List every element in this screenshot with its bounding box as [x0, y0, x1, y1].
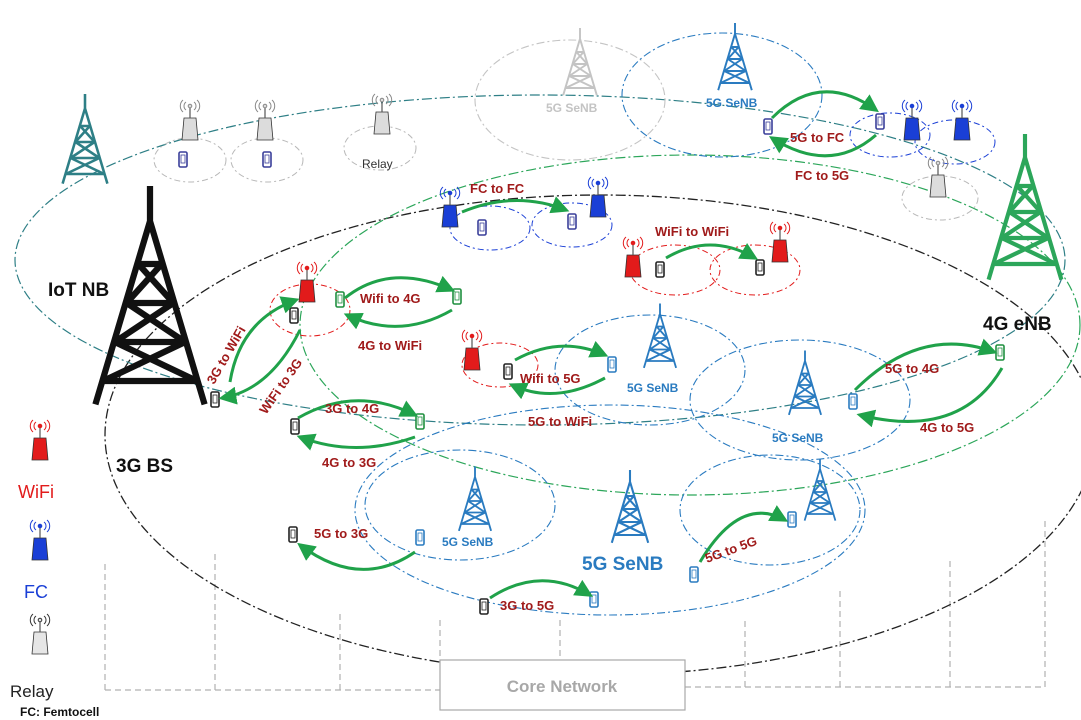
handover-arrows — [218, 90, 1004, 600]
handover-label: 4G to 5G — [920, 420, 974, 435]
bs-3g-tower — [95, 186, 204, 404]
wifi-ap — [769, 221, 791, 263]
coverage-5g-mid — [554, 314, 746, 426]
handover-label: Wifi to 4G — [360, 291, 421, 306]
wifi-ap — [296, 261, 318, 303]
handover-label: FC to 5G — [795, 168, 849, 183]
coverage-iot — [14, 94, 1066, 426]
senb-grey-label: 5G SeNB — [546, 101, 598, 115]
senb-bottom-left-label: 5G SeNB — [442, 535, 494, 549]
coverage-5g-center — [354, 404, 866, 616]
handover-label: 5G to WiFi — [528, 414, 592, 429]
core-network-label: Core Network — [507, 677, 618, 696]
footnote: FC: Femtocell — [20, 705, 99, 719]
senb-grey-tower — [562, 27, 598, 97]
handover-label: WiFi to 3G — [256, 356, 305, 417]
coverage-4g — [299, 154, 1081, 496]
iot-nb-tower — [61, 92, 109, 185]
senb-mid-label: 5G SeNB — [627, 381, 679, 395]
coverage-5g-right — [689, 339, 911, 461]
senb-top-label: 5G SeNB — [706, 96, 758, 110]
legend-fc-label: FC — [24, 582, 48, 602]
handover-label: 3G to 5G — [500, 598, 554, 613]
coverage-areas — [14, 32, 1081, 676]
relay-ap — [179, 99, 201, 141]
senb-bottom-right-tower — [803, 458, 837, 522]
legend: WiFi FC Relay — [10, 419, 54, 701]
legend-relay-label: Relay — [10, 682, 54, 701]
enb-4g-tower — [989, 134, 1062, 280]
coverage-5g-bottom-right — [679, 454, 861, 566]
legend-wifi-label: WiFi — [18, 482, 54, 502]
coverage-5g-bottom-left — [364, 449, 556, 561]
senb-center-tower — [610, 468, 650, 544]
relay-ap — [371, 93, 393, 135]
relay-ap — [254, 99, 276, 141]
handover-label: 5G to 3G — [314, 526, 368, 541]
bs-3g-label: 3G BS — [116, 456, 173, 477]
handover-label: 5G to 4G — [885, 361, 939, 376]
handover-label: 3G to WiFi — [204, 323, 249, 386]
coverage-5g-top — [621, 32, 823, 158]
senb-right-tower — [787, 349, 823, 416]
wifi-legend-icon — [29, 419, 51, 461]
handover-label: WiFi to WiFi — [655, 224, 729, 239]
senb-mid-tower — [642, 302, 678, 369]
handover-label: 3G to 4G — [325, 401, 379, 416]
iot-nb-label: IoT NB — [48, 280, 109, 301]
handover-label: 5G to FC — [790, 130, 845, 145]
core-network-box: Core Network — [439, 659, 686, 711]
fc-legend-icon — [29, 519, 51, 561]
wifi-ap — [461, 329, 483, 371]
femtocell-ap — [951, 99, 973, 141]
senb-right-label: 5G SeNB — [772, 431, 824, 445]
wifi-ap — [622, 236, 644, 278]
senb-bottom-left-tower — [457, 465, 493, 532]
femtocell-ap — [587, 176, 609, 218]
senb-center-label: 5G SeNB — [582, 554, 663, 575]
handover-label: 5G to 5G — [703, 533, 759, 566]
handover-label: FC to FC — [470, 181, 525, 196]
relay-legend-icon — [29, 613, 51, 655]
relay-top-label: Relay — [362, 157, 393, 171]
handover-label: 4G to 3G — [322, 455, 376, 470]
handover-label: 4G to WiFi — [358, 338, 422, 353]
core-network-links — [104, 520, 1046, 691]
enb-4g-label: 4G eNB — [983, 314, 1052, 335]
handover-label: Wifi to 5G — [520, 371, 581, 386]
coverage-5g-grey — [474, 39, 666, 161]
